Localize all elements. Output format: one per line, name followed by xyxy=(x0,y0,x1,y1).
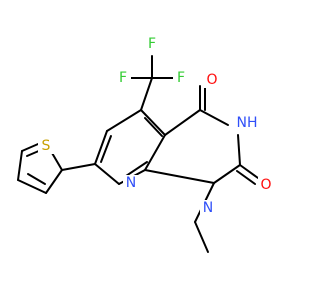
nitrogen-atom-ring: N xyxy=(126,175,136,191)
trifluoromethyl-bonds xyxy=(130,55,174,111)
fluorine-atom-top: F xyxy=(148,36,156,52)
thiophene-link-bond xyxy=(61,163,96,171)
ethyl-bonds xyxy=(194,182,215,253)
fluorine-atom-right: F xyxy=(177,70,185,86)
oxygen-atom-lower: O xyxy=(260,177,271,193)
fluorine-atom-left: F xyxy=(119,70,127,86)
nh-atom: NH xyxy=(237,115,258,131)
pyrimidine-ring-bonds xyxy=(144,85,259,185)
pyridine-ring-bonds xyxy=(94,109,166,185)
sulfur-atom: S xyxy=(42,138,51,154)
oxygen-atom-upper: O xyxy=(206,72,217,88)
molecule-structure: F F F O NH O N N S xyxy=(17,36,272,253)
nitrogen-atom-ethyl: N xyxy=(203,200,213,216)
